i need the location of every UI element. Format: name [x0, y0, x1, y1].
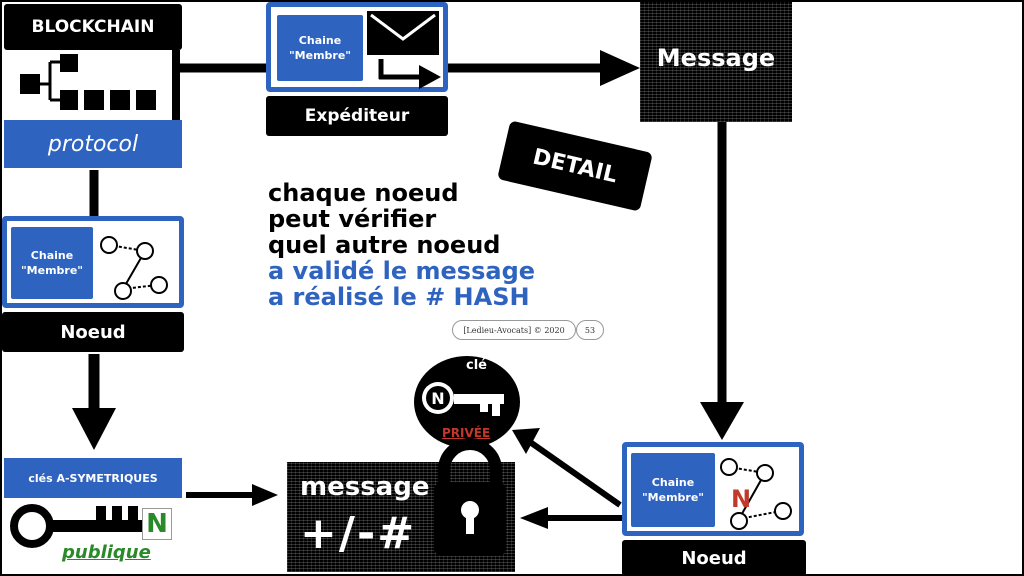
right-node-caption: Noeud	[622, 540, 806, 576]
right-node-card: Chaine "Membre" N	[622, 442, 804, 536]
arrow-head-right-node	[700, 402, 744, 440]
private-key-icon: N	[422, 382, 504, 416]
public-key-label: publique	[62, 542, 151, 563]
expediteur-chain-label: Chaine "Membre"	[277, 15, 363, 81]
expediteur-card: Chaine "Membre"	[266, 2, 448, 92]
statement-line-5: a réalisé le # HASH	[268, 283, 530, 311]
encrypted-message-line1: message	[300, 472, 430, 502]
statement-line-1: chaque noeud	[268, 179, 459, 207]
arrow-head-keys	[72, 408, 116, 450]
public-key-n-icon: N	[142, 508, 172, 540]
left-node-caption: Noeud	[2, 312, 184, 352]
statement-line-4: a validé le message	[268, 257, 536, 285]
blockchain-side-bar	[172, 50, 180, 122]
padlock-icon	[434, 438, 506, 556]
arrow-head-key	[512, 428, 540, 454]
left-node-card: Chaine "Membre"	[2, 216, 184, 308]
keys-title: clés A-SYMETRIQUES	[4, 458, 182, 498]
private-key-cle-label: clé	[466, 358, 487, 373]
expediteur-caption: Expéditeur	[266, 96, 448, 136]
message-box: Message	[640, 2, 792, 122]
statement-line-3: quel autre noeud	[268, 231, 501, 259]
arrow-head-msg-left	[252, 484, 278, 506]
left-node-chain-label: Chaine "Membre"	[11, 227, 93, 299]
main-statement: chaque noeud peut vérifier quel autre no…	[268, 180, 608, 310]
private-key-privee-label: PRIVÉE	[442, 426, 491, 440]
copyright-pill: [Ledieu-Avocats] © 2020	[452, 320, 576, 340]
encrypted-message-line2: +/-#	[300, 508, 417, 559]
network-graph-icon	[100, 236, 168, 300]
public-key-icon	[10, 504, 142, 548]
arrow-head-msg-right	[520, 507, 548, 529]
right-node-n-glyph: N	[731, 485, 751, 513]
arrow-node-to-key	[528, 439, 622, 508]
blockchain-title: BLOCKCHAIN	[4, 4, 182, 50]
statement-line-2: peut vérifier	[268, 205, 437, 233]
page-number-pill: 53	[576, 320, 604, 340]
blockchain-tree-icon	[20, 54, 156, 110]
right-network-graph-icon: N	[720, 458, 792, 530]
envelope-send-icon	[367, 11, 441, 89]
arrow-head-message	[600, 50, 640, 86]
right-node-chain-label: Chaine "Membre"	[631, 453, 715, 527]
private-key-n-glyph: N	[431, 389, 444, 408]
protocol-label: protocol	[4, 120, 182, 168]
